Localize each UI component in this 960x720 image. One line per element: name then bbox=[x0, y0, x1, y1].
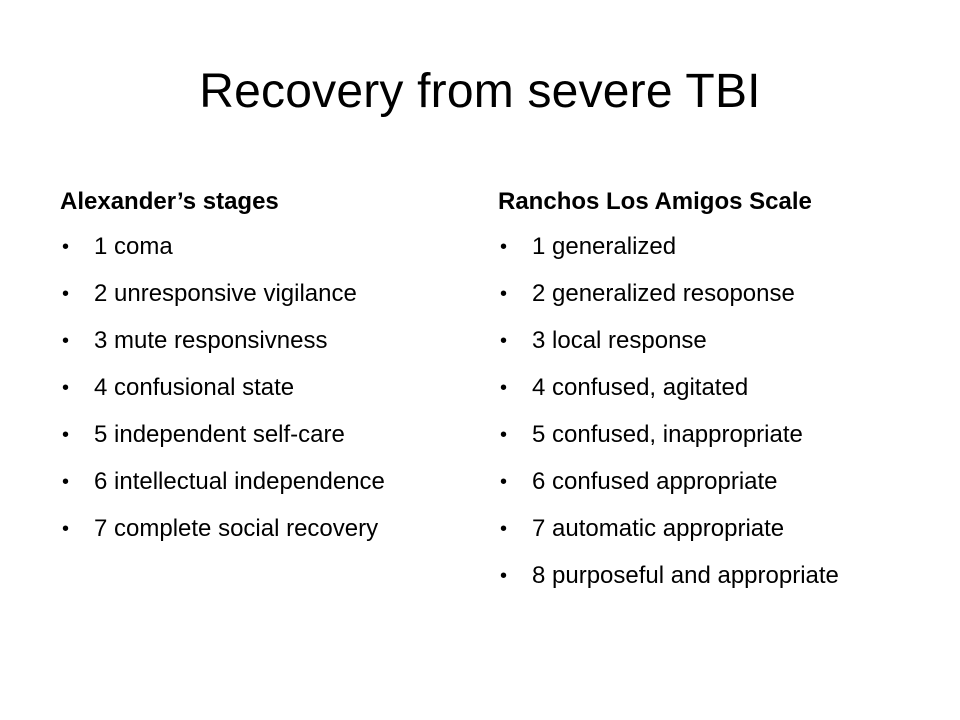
list-item: • 2 generalized resoponse bbox=[498, 280, 918, 308]
list-item: • 5 independent self-care bbox=[60, 421, 470, 449]
list-item-text: 2 generalized resoponse bbox=[532, 280, 795, 307]
list-item-text: 5 independent self-care bbox=[94, 421, 345, 448]
ranchos-los-amigos-column: Ranchos Los Amigos Scale • 1 generalized… bbox=[498, 186, 918, 609]
list-item: • 7 complete social recovery bbox=[60, 515, 470, 543]
list-item-text: 5 confused, inappropriate bbox=[532, 421, 803, 448]
list-item: • 4 confusional state bbox=[60, 374, 470, 402]
list-item-text: 4 confused, agitated bbox=[532, 374, 749, 401]
list-item: • 7 automatic appropriate bbox=[498, 515, 918, 543]
bullet-icon: • bbox=[62, 377, 70, 399]
bullet-icon: • bbox=[62, 518, 70, 540]
list-item: • 6 intellectual independence bbox=[60, 468, 470, 496]
list-item-text: 4 confusional state bbox=[94, 374, 295, 401]
list-item: • 1 generalized bbox=[498, 233, 918, 261]
bullet-icon: • bbox=[500, 424, 508, 446]
bullet-icon: • bbox=[500, 471, 508, 493]
list-item-text: 3 local response bbox=[532, 327, 707, 354]
bullet-icon: • bbox=[62, 330, 70, 352]
list-item: • 6 confused appropriate bbox=[498, 468, 918, 496]
alexander-stages-list: • 1 coma • 2 unresponsive vigilance • 3 … bbox=[60, 233, 470, 543]
alexander-stages-column: Alexander’s stages • 1 coma • 2 unrespon… bbox=[60, 186, 470, 562]
list-item-text: 8 purposeful and appropriate bbox=[532, 562, 839, 589]
bullet-icon: • bbox=[500, 330, 508, 352]
list-item-text: 3 mute responsivness bbox=[94, 327, 328, 354]
bullet-icon: • bbox=[62, 471, 70, 493]
column-header-alexander: Alexander’s stages bbox=[60, 188, 279, 215]
ranchos-scale-list: • 1 generalized • 2 generalized resopons… bbox=[498, 233, 918, 590]
list-item-text: 6 confused appropriate bbox=[532, 468, 778, 495]
list-item: • 8 purposeful and appropriate bbox=[498, 562, 918, 590]
bullet-icon: • bbox=[62, 236, 70, 258]
column-header-ranchos: Ranchos Los Amigos Scale bbox=[498, 188, 812, 215]
bullet-icon: • bbox=[500, 236, 508, 258]
bullet-icon: • bbox=[500, 565, 508, 587]
list-item-text: 1 generalized bbox=[532, 233, 677, 260]
list-item-text: 6 intellectual independence bbox=[94, 468, 385, 495]
bullet-icon: • bbox=[500, 283, 508, 305]
list-item: • 4 confused, agitated bbox=[498, 374, 918, 402]
list-item: • 1 coma bbox=[60, 233, 470, 261]
list-item: • 3 local response bbox=[498, 327, 918, 355]
slide-title: Recovery from severe TBI bbox=[199, 65, 761, 118]
bullet-icon: • bbox=[500, 518, 508, 540]
list-item: • 2 unresponsive vigilance bbox=[60, 280, 470, 308]
list-item-text: 1 coma bbox=[94, 233, 173, 260]
bullet-icon: • bbox=[62, 283, 70, 305]
bullet-icon: • bbox=[62, 424, 70, 446]
list-item-text: 2 unresponsive vigilance bbox=[94, 280, 357, 307]
bullet-icon: • bbox=[500, 377, 508, 399]
list-item: • 5 confused, inappropriate bbox=[498, 421, 918, 449]
list-item-text: 7 complete social recovery bbox=[94, 515, 379, 542]
list-item-text: 7 automatic appropriate bbox=[532, 515, 785, 542]
list-item: • 3 mute responsivness bbox=[60, 327, 470, 355]
